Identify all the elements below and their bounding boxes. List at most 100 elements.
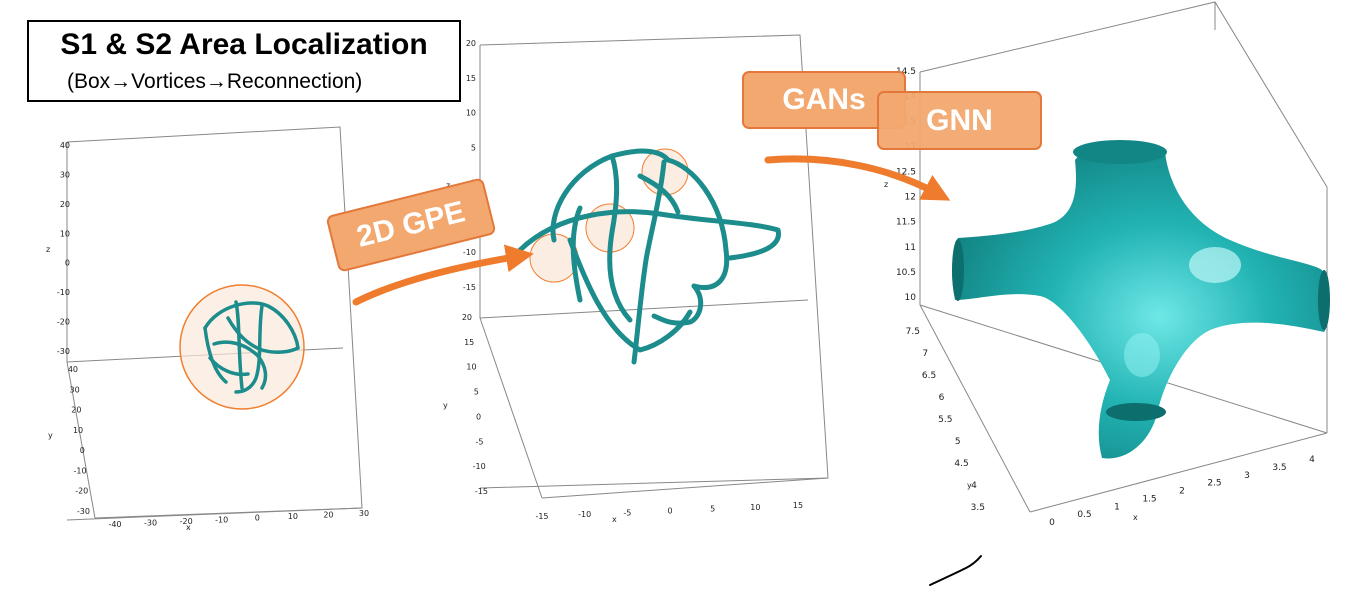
right-x-ticks: 00.511.522.533.54 — [1049, 455, 1315, 528]
right-x-tick-0: 0 — [1049, 518, 1055, 528]
middle-y-tick-6: -10 — [473, 462, 486, 471]
right-y-tick-6: 4.5 — [954, 459, 968, 469]
left-x-tick-0: -40 — [108, 520, 121, 529]
left-x-ticks: -40 -30 -20 -10 0 10 20 30 — [108, 509, 369, 529]
pen-stroke — [929, 555, 982, 586]
middle-x-tick-1: -10 — [578, 510, 591, 519]
vortex-right-opening — [1318, 270, 1330, 330]
right-x-tick-1: 0.5 — [1077, 510, 1091, 520]
right-y-tick-2: 6.5 — [922, 371, 936, 381]
middle-y-tick-7: -15 — [475, 487, 488, 496]
left-z-tick-7: -30 — [57, 347, 70, 356]
middle-y-tick-5: -5 — [475, 437, 483, 446]
middle-z-tick-1: 15 — [466, 74, 476, 83]
left-z-tick-4: 0 — [65, 259, 70, 268]
left-y-tick-0: 40 — [68, 365, 78, 374]
left-z-tick-1: 30 — [60, 170, 70, 179]
right-x-tick-2: 1 — [1114, 502, 1120, 512]
middle-z-tick-6: -10 — [463, 248, 476, 257]
middle-y-tick-2: 10 — [466, 363, 476, 372]
left-x-tick-4: 0 — [255, 514, 260, 523]
left-y-tick-2: 20 — [71, 406, 81, 415]
middle-x-tick-3: 0 — [667, 507, 672, 516]
right-y-tick-1: 7 — [922, 349, 928, 359]
middle-z-tick-2: 10 — [466, 109, 476, 118]
middle-y-tick-0: 20 — [462, 313, 472, 322]
left-vortex-structure — [203, 300, 300, 394]
right-z-tick-8: 10.5 — [896, 268, 916, 278]
middle-z-tick-3: 5 — [471, 144, 476, 153]
right-z-tick-9: 10 — [905, 293, 917, 303]
title-subtitle: (Box→Vortices→Reconnection) — [67, 70, 363, 93]
right-y-tick-7: 4 — [971, 481, 977, 491]
vortex-bottom-opening — [1106, 403, 1166, 421]
middle-x-tick-6: 15 — [793, 501, 803, 510]
right-y-tick-0: 7.5 — [906, 327, 920, 337]
right-x-tick-3: 1.5 — [1142, 494, 1156, 504]
middle-x-label: x — [612, 515, 617, 524]
left-x-tick-3: -10 — [215, 515, 228, 524]
title-main: S1 & S2 Area Localization — [60, 28, 428, 61]
left-z-tick-3: 10 — [60, 229, 70, 238]
left-y-tick-1: 30 — [70, 385, 80, 394]
title-box: S1 & S2 Area Localization (Box→Vortices→… — [27, 20, 461, 102]
middle-floor-left — [479, 317, 543, 499]
right-x-tick-5: 2.5 — [1207, 479, 1221, 489]
middle-x-tick-2: -5 — [623, 508, 631, 517]
left-z-tick-5: -10 — [57, 288, 70, 297]
right-y-tick-4: 5.5 — [938, 415, 952, 425]
left-x-label: x — [186, 523, 191, 532]
right-y-ticks: 7.576.565.554.543.5 — [906, 327, 985, 513]
right-z-tick-7: 11 — [905, 243, 916, 253]
right-y-label: y — [967, 481, 972, 490]
left-y-tick-7: -30 — [77, 507, 90, 516]
middle-floor-back — [479, 299, 809, 319]
right-vortex-surface — [952, 140, 1330, 459]
middle-vortex-structure — [517, 148, 781, 365]
left-x-tick-5: 10 — [288, 512, 298, 521]
middle-plot — [479, 34, 829, 499]
right-floor-left — [919, 304, 1031, 513]
right-z-label: z — [884, 180, 888, 189]
middle-x-tick-5: 10 — [750, 503, 760, 512]
right-x-tick-8: 4 — [1309, 455, 1315, 465]
middle-x-tick-4: 5 — [710, 505, 715, 514]
right-x-tick-7: 3.5 — [1272, 463, 1286, 473]
left-z-label: z — [46, 245, 50, 254]
left-y-tick-5: -10 — [73, 466, 86, 475]
middle-z-tick-0: 20 — [466, 39, 476, 48]
vortex-top-opening — [1073, 140, 1167, 164]
vortex-highlight-lower — [1124, 333, 1160, 377]
middle-back-frame — [479, 34, 829, 489]
middle-z-tick-7: -15 — [463, 283, 476, 292]
left-x-tick-2: -20 — [180, 517, 193, 526]
left-z-tick-0: 40 — [60, 141, 70, 150]
middle-y-tick-1: 15 — [464, 338, 474, 347]
right-y-tick-3: 6 — [939, 393, 945, 403]
middle-y-label: y — [443, 401, 448, 410]
left-y-tick-4: 0 — [80, 446, 85, 455]
middle-y-tick-3: 5 — [474, 388, 479, 397]
right-floor-front — [1029, 432, 1328, 513]
tag-gnn: GNN — [877, 91, 1042, 150]
arrow-vortices-to-reconnection — [764, 155, 951, 201]
left-x-tick-7: 30 — [359, 509, 369, 518]
left-floor-front — [94, 507, 363, 519]
left-z-tick-2: 20 — [60, 200, 70, 209]
right-x-tick-6: 3 — [1244, 471, 1250, 481]
right-z-tick-5: 12 — [905, 193, 916, 203]
vortex-left-opening — [952, 239, 964, 301]
left-x-tick-6: 20 — [323, 511, 333, 520]
left-y-label: y — [48, 431, 53, 440]
left-y-tick-3: 10 — [73, 426, 83, 435]
left-x-tick-1: -30 — [144, 518, 157, 527]
right-y-tick-5: 5 — [955, 437, 961, 447]
right-x-label: x — [1133, 513, 1138, 522]
